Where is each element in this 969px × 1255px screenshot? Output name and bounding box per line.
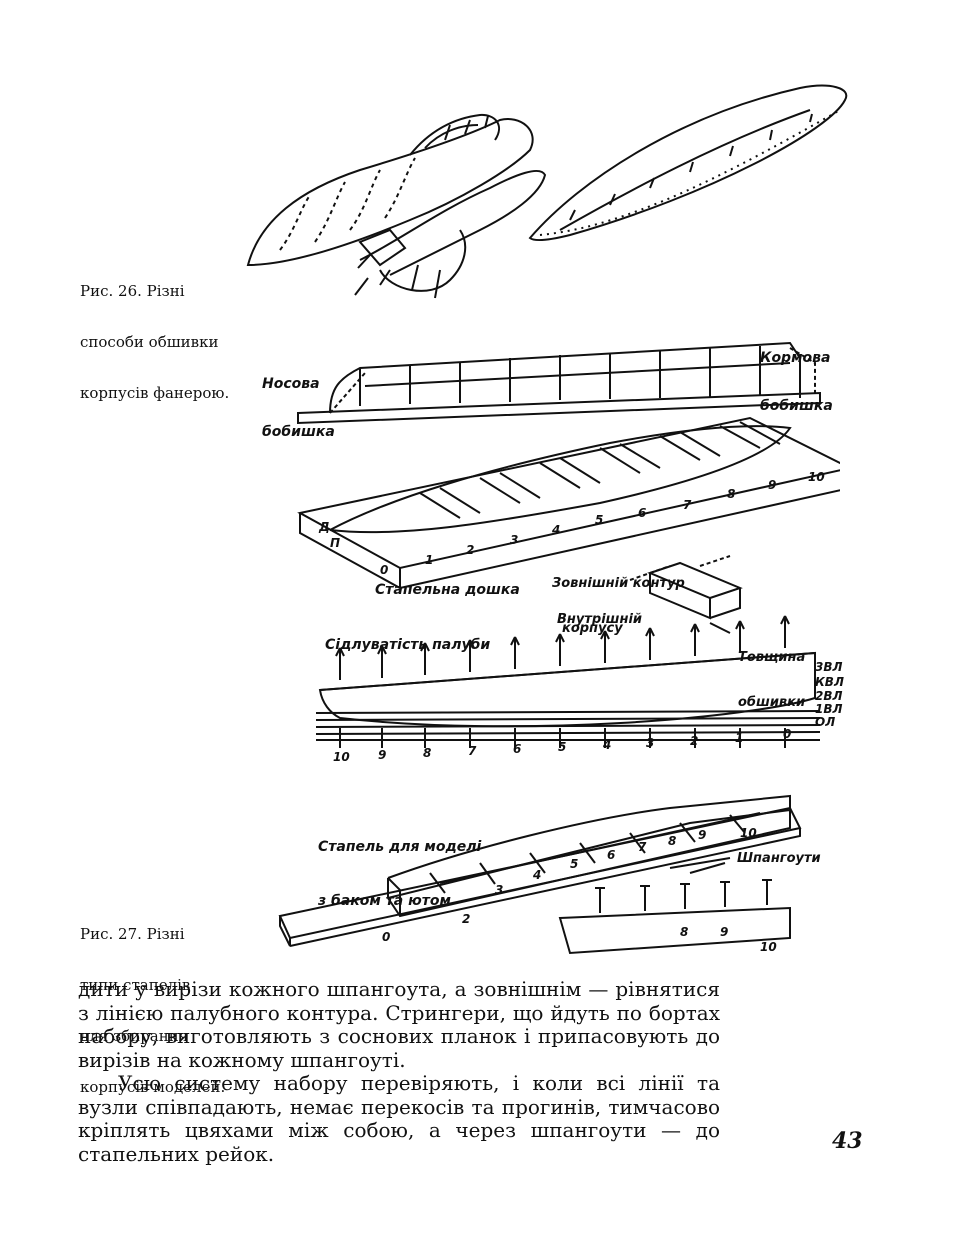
waterline-label: 2ВЛ (815, 689, 843, 703)
slip-number: 9 (698, 828, 707, 842)
letter-p: П (330, 536, 341, 550)
label-line: Зовнішній контур (552, 576, 685, 591)
label-frames: Шпангоути (737, 851, 821, 866)
label-line: бобишка (760, 398, 833, 414)
slip-number: 0 (382, 930, 391, 944)
slip-number: 5 (570, 857, 579, 871)
figure-27-caption-line: корпусів моделей. (80, 1078, 226, 1096)
label-slip-for-model: Стапель для моделі з баком та ютом (318, 802, 481, 928)
label-line: Товщина (738, 650, 806, 665)
paragraph: дити у вирізи кожного шпангоута, а зовні… (78, 977, 720, 1072)
waterline-label: 1ВЛ (815, 702, 843, 716)
figure-27-caption-line: для збирання (80, 1027, 189, 1045)
paragraph: Усю систему набору перевіряють, і коли в… (78, 1071, 720, 1166)
label-line: Носова (262, 376, 320, 392)
figure-27-caption-line: типи стапелів (80, 976, 191, 994)
figure-27-caption: Рис. 27. Різні типи стапелів для збиранн… (80, 892, 225, 1113)
label-line: корпусу (562, 621, 623, 636)
profile-number: 3 (646, 736, 655, 750)
profile-number: 1 (735, 731, 744, 745)
frame-number: 9 (720, 925, 729, 939)
board-station-number: 7 (683, 498, 692, 512)
figure-26-drawing (240, 70, 860, 310)
figure-27-drawing (270, 318, 840, 963)
label-deck-sheer: Сідлуватість палуби (325, 637, 491, 653)
slip-number: 4 (533, 868, 542, 882)
waterline-label: ОЛ (815, 715, 836, 729)
figure-27-caption-line: Рис. 27. Різні (80, 925, 185, 943)
waterline-label: КВЛ (815, 675, 844, 689)
profile-number: 9 (378, 748, 387, 762)
page-number: 43 (832, 1128, 863, 1154)
slip-number: 10 (740, 826, 757, 840)
profile-number: 0 (783, 727, 792, 741)
letter-d: Д (319, 520, 330, 534)
board-station-number: 0 (380, 563, 389, 577)
profile-number: 6 (513, 742, 522, 756)
figure-26 (240, 70, 860, 310)
label-line: обшивки (738, 695, 806, 710)
figure-26-caption-line: способи обшивки (80, 333, 219, 351)
slip-number: 2 (462, 912, 471, 926)
label-bow-block: Носова бобишка (262, 344, 335, 456)
board-station-number: 5 (595, 513, 604, 527)
label-stern-block: Кормова бобишка (760, 318, 833, 430)
board-station-number: 4 (552, 523, 561, 537)
profile-number: 2 (690, 734, 699, 748)
board-station-number: 10 (808, 470, 825, 484)
waterline-label: 3ВЛ (815, 660, 843, 674)
label-line: Стапель для моделі (318, 839, 482, 855)
board-station-number: 1 (425, 553, 434, 567)
profile-number: 7 (468, 744, 477, 758)
profile-number: 4 (603, 738, 612, 752)
board-station-number: 2 (466, 543, 475, 557)
board-station-number: 9 (768, 478, 777, 492)
label-line: з баком та ютом (318, 893, 451, 909)
slip-number: 3 (495, 883, 504, 897)
label-line: Кормова (760, 350, 831, 366)
label-plating-thickness: Товщина обшивки (738, 620, 805, 725)
slip-number: 6 (607, 848, 616, 862)
label-slip-board: Стапельна дошка (375, 582, 520, 598)
board-station-number: 6 (638, 506, 647, 520)
body-text: дити у вирізи кожного шпангоута, а зовні… (78, 977, 720, 1166)
figure-26-caption-line: Рис. 26. Різні (80, 282, 185, 300)
slip-number: 7 (638, 840, 647, 854)
label-line: бобишка (262, 424, 335, 440)
label-outer-contour: Зовнішній контур корпусу (552, 546, 685, 651)
board-station-number: 8 (727, 487, 736, 501)
profile-number: 5 (558, 740, 567, 754)
slip-number: 8 (668, 834, 677, 848)
label-inner: Внутрішній (557, 612, 643, 627)
figure-26-caption: Рис. 26. Різні способи обшивки корпусів … (80, 249, 229, 419)
frame-number: 8 (680, 925, 689, 939)
frame-number: 10 (760, 940, 777, 954)
profile-number: 8 (423, 746, 432, 760)
board-station-number: 3 (510, 533, 519, 547)
figure-26-caption-line: корпусів фанерою. (80, 384, 230, 402)
figure-27 (270, 318, 840, 963)
profile-number: 10 (333, 750, 350, 764)
